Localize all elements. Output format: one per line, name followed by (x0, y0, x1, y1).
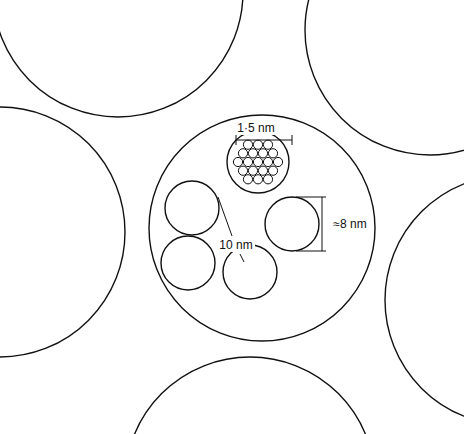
fibril-circle (273, 157, 282, 166)
subunit-circle (223, 245, 277, 299)
dimension-label: 10 nm (217, 238, 254, 252)
neighbour-fibre (385, 175, 464, 425)
fibril-circle (233, 157, 242, 166)
neighbour-fibre (0, 107, 125, 357)
fibril-circle (243, 175, 252, 184)
fibril-circle (263, 157, 272, 166)
dimension-line (236, 140, 292, 141)
dimension-label: 1·5 nm (235, 121, 276, 135)
fibril-group (233, 140, 282, 184)
fibril-circle (268, 166, 277, 175)
fibril-circle (253, 140, 262, 149)
subunit-circle (265, 197, 319, 251)
fibril-circle (238, 166, 247, 175)
neighbour-fibre (0, 0, 243, 117)
dimension-tick (236, 135, 237, 145)
fibril-circle (258, 149, 267, 158)
dimension-tick (292, 135, 293, 145)
fibril-circle (263, 175, 272, 184)
subunit-circle (161, 236, 215, 290)
fibril-circle (268, 149, 277, 158)
fibril-circle (238, 149, 247, 158)
central-fibre (149, 115, 375, 341)
fibril-circle (258, 166, 267, 175)
dimension-line (322, 197, 323, 251)
fibril-circle (248, 166, 257, 175)
fibril-circle (263, 140, 272, 149)
dimension-line (218, 197, 232, 236)
dimension-label: ≈8 nm (331, 217, 368, 231)
fibril-circle (243, 157, 252, 166)
dimension-tick (296, 197, 326, 198)
dimension-line (240, 254, 244, 262)
dimension-tick (296, 251, 326, 252)
subunit-circle (165, 181, 219, 235)
neighbour-fibre (305, 0, 464, 155)
fibril-circle (253, 175, 262, 184)
fibril-circle (243, 140, 252, 149)
fibril-circle (248, 149, 257, 158)
neighbour-fibre (125, 357, 375, 434)
fibril-circle (253, 157, 262, 166)
